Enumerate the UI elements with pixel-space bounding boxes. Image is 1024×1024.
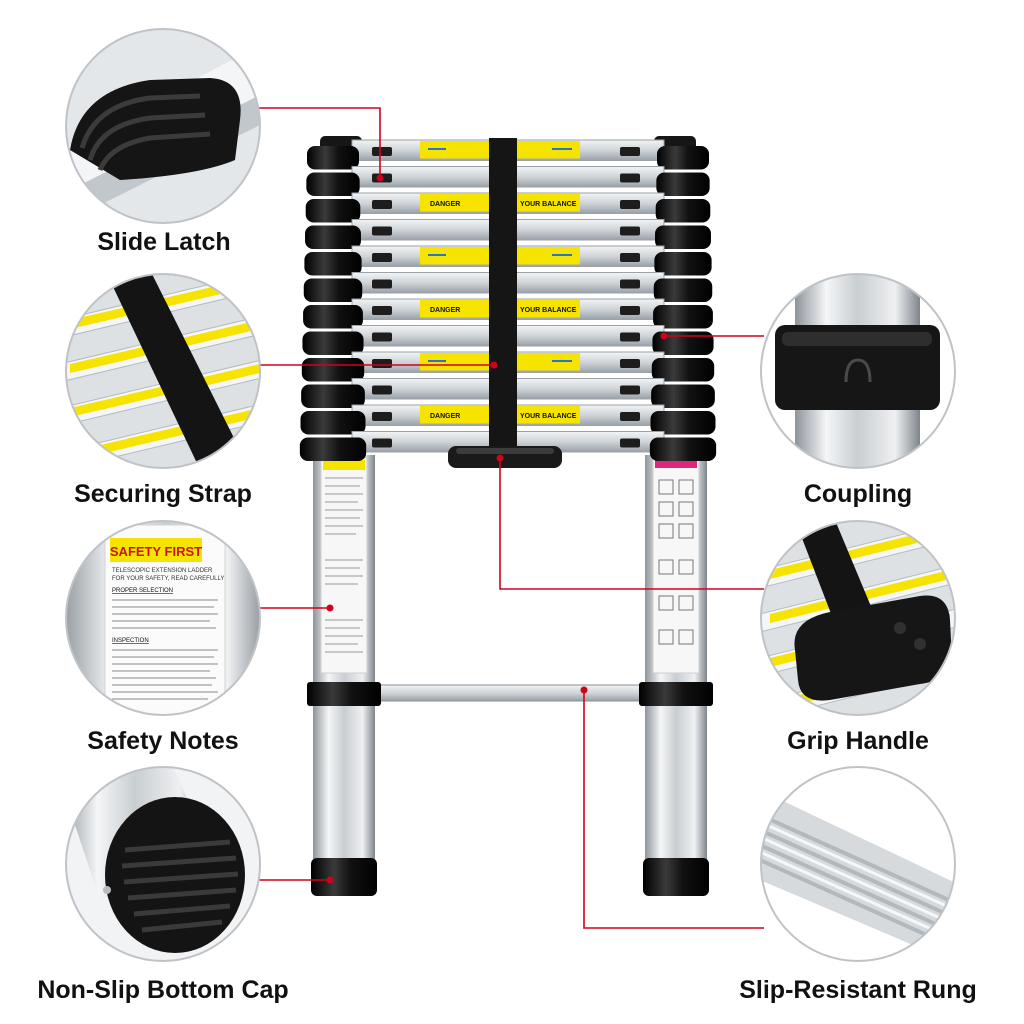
telescopic-line2: FOR YOUR SAFETY, READ CAREFULLY	[112, 576, 224, 582]
latch-left	[372, 412, 392, 421]
collar-left	[303, 305, 363, 329]
danger-text: DANGER	[430, 201, 460, 208]
collar-right	[653, 305, 713, 329]
collar-right	[651, 358, 715, 382]
collar-left	[305, 225, 361, 249]
latch-left	[372, 359, 392, 368]
collar-right	[650, 411, 716, 435]
collar-left	[305, 199, 361, 223]
safety-first-text: SAFETY FIRST	[110, 544, 202, 559]
rung-zoom	[760, 766, 956, 962]
callout-lines	[257, 107, 764, 929]
grip-handle	[448, 446, 562, 468]
collar-right	[651, 384, 715, 408]
latch-right	[620, 385, 640, 395]
callout-coupling: Coupling	[803, 480, 913, 508]
callout-slip-resistant-rung: Slip-Resistant Rung	[739, 976, 977, 1004]
latch-left	[372, 306, 392, 315]
collar-right	[655, 199, 711, 223]
callout-grip-handle: Grip Handle	[787, 727, 929, 755]
latch-right	[620, 438, 640, 448]
collar-left	[304, 252, 362, 276]
collar-right	[654, 252, 712, 276]
telescopic-line1: TELESCOPIC EXTENSION LADDER	[112, 568, 213, 574]
collar-right	[655, 225, 711, 249]
collar-left	[301, 384, 365, 408]
grip-handle-zoom	[760, 520, 956, 716]
latch-left	[372, 385, 392, 395]
danger-text: DANGER	[430, 413, 460, 420]
pictogram-sticker	[652, 457, 700, 674]
callout-safety-notes: Safety Notes	[87, 727, 239, 755]
latch-left	[372, 332, 392, 342]
coupling-zoom	[760, 273, 956, 469]
latch-right	[620, 226, 640, 236]
callout-slide-latch: Slide Latch	[97, 228, 231, 256]
latch-right	[620, 306, 640, 315]
collar-left	[306, 172, 360, 196]
latch-left	[372, 438, 392, 448]
collar-left	[300, 411, 366, 435]
latch-left	[372, 253, 392, 262]
rung-8	[302, 325, 714, 355]
latch-right	[620, 200, 640, 209]
rung-2	[306, 166, 710, 196]
latch-right	[620, 412, 640, 421]
collar-right	[652, 331, 714, 355]
safety-notes-zoom: SAFETY FIRST TELESCOPIC EXTENSION LADDER…	[65, 520, 261, 716]
collar-left	[302, 331, 364, 355]
your-balance-text: YOUR BALANCE	[520, 413, 577, 420]
collar-right	[657, 146, 709, 170]
your-balance-text: YOUR BALANCE	[520, 201, 577, 208]
ladder-lower-section	[307, 455, 713, 896]
latch-left	[372, 147, 392, 156]
collar-left	[301, 358, 365, 382]
inspection-heading: INSPECTION	[112, 638, 149, 644]
your-balance-text: YOUR BALANCE	[520, 307, 577, 314]
latch-left	[372, 200, 392, 209]
latch-right	[620, 332, 640, 342]
collar-left	[303, 278, 363, 302]
collar-right	[653, 278, 713, 302]
safety-notes-sticker	[320, 457, 368, 674]
latch-right	[620, 173, 640, 183]
slide-latch-zoom	[65, 28, 261, 224]
danger-text: DANGER	[430, 307, 460, 314]
collar-left	[307, 146, 359, 170]
callout-non-slip-bottom-cap: Non-Slip Bottom Cap	[37, 976, 289, 1004]
latch-left	[372, 279, 392, 289]
callout-securing-strap: Securing Strap	[74, 480, 252, 508]
collar-left	[299, 437, 367, 461]
latch-right	[620, 253, 640, 262]
latch-right	[620, 147, 640, 156]
collar-right	[649, 437, 717, 461]
latch-right	[620, 359, 640, 368]
latch-right	[620, 279, 640, 289]
latch-left	[372, 226, 392, 236]
securing-strap-zoom	[65, 273, 261, 469]
proper-selection-heading: PROPER SELECTION	[112, 588, 173, 594]
collar-right	[656, 172, 710, 196]
securing-strap	[489, 138, 517, 448]
bottom-cap-zoom	[65, 766, 261, 962]
rung-5	[304, 245, 712, 276]
collapsed-rung-stack: DANGER YOUR BALANCE DANGER YOUR BALANCE DANG…	[299, 136, 717, 461]
